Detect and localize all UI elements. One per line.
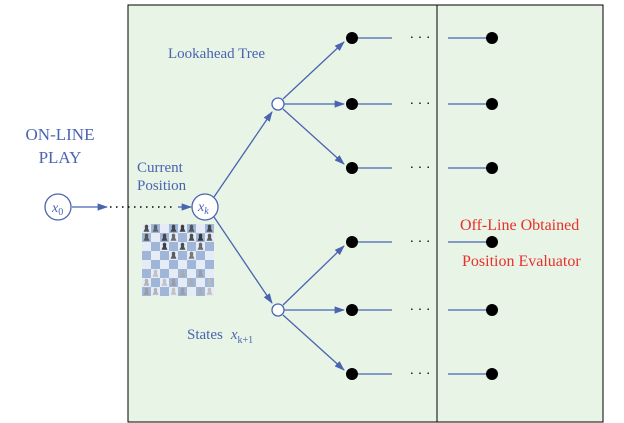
leaf-row-4: · · · (346, 235, 498, 250)
xk-label: xk (197, 200, 209, 217)
leaf-node-left (346, 162, 358, 174)
leaf-row-5: · · · (346, 303, 498, 318)
x0-label: x0 (51, 201, 63, 218)
evaluator-panel (436, 4, 604, 423)
leaf-node-right (486, 236, 498, 248)
leaf-node-right (486, 304, 498, 316)
leaf-node-right (486, 98, 498, 110)
state-node-upper (271, 97, 285, 111)
ellipsis: · · · (410, 161, 431, 176)
edge-xk-state-lower (213, 216, 273, 304)
ellipsis: · · · (410, 31, 431, 46)
online-panel (127, 4, 438, 423)
edge-xk-state-upper (213, 111, 273, 198)
online-play-label-line1: ON-LINE (26, 125, 95, 144)
leaf-row-6: · · · (346, 367, 498, 382)
edge-upper-leaf-3 (282, 108, 345, 165)
leaf-node-left (346, 368, 358, 380)
leaf-node-right (486, 32, 498, 44)
current-position-label-line1: Current (137, 160, 184, 176)
edge-lower-leaf-4 (282, 245, 345, 306)
evaluator-label-line1: Off-Line Obtained (460, 217, 579, 234)
leaf-row-1: · · · (346, 31, 498, 46)
leaf-row-2: · · · (346, 97, 498, 112)
edge-lower-leaf-6 (282, 314, 345, 371)
leaf-node-right (486, 162, 498, 174)
ellipsis: · · · (410, 367, 431, 382)
x0-node (44, 193, 72, 221)
edge-upper-leaf-1 (282, 41, 345, 100)
leaf-node-left (346, 98, 358, 110)
online-play-label-line2: PLAY (39, 148, 82, 167)
lookahead-tree-label: Lookahead Tree (168, 46, 265, 62)
ellipsis: · · · (410, 97, 431, 112)
ellipsis: · · · (410, 303, 431, 318)
xk-node (191, 193, 219, 221)
leaf-node-left (346, 32, 358, 44)
leaf-row-3: · · · (346, 161, 498, 176)
leaf-node-left (346, 304, 358, 316)
current-position-label-line2: Position (137, 178, 187, 194)
evaluator-label-line2: Position Evaluator (462, 253, 581, 270)
state-node-lower (271, 303, 285, 317)
leaf-node-left (346, 236, 358, 248)
ellipsis: · · · (410, 235, 431, 250)
chessboard-image (142, 224, 214, 296)
leaf-node-right (486, 368, 498, 380)
